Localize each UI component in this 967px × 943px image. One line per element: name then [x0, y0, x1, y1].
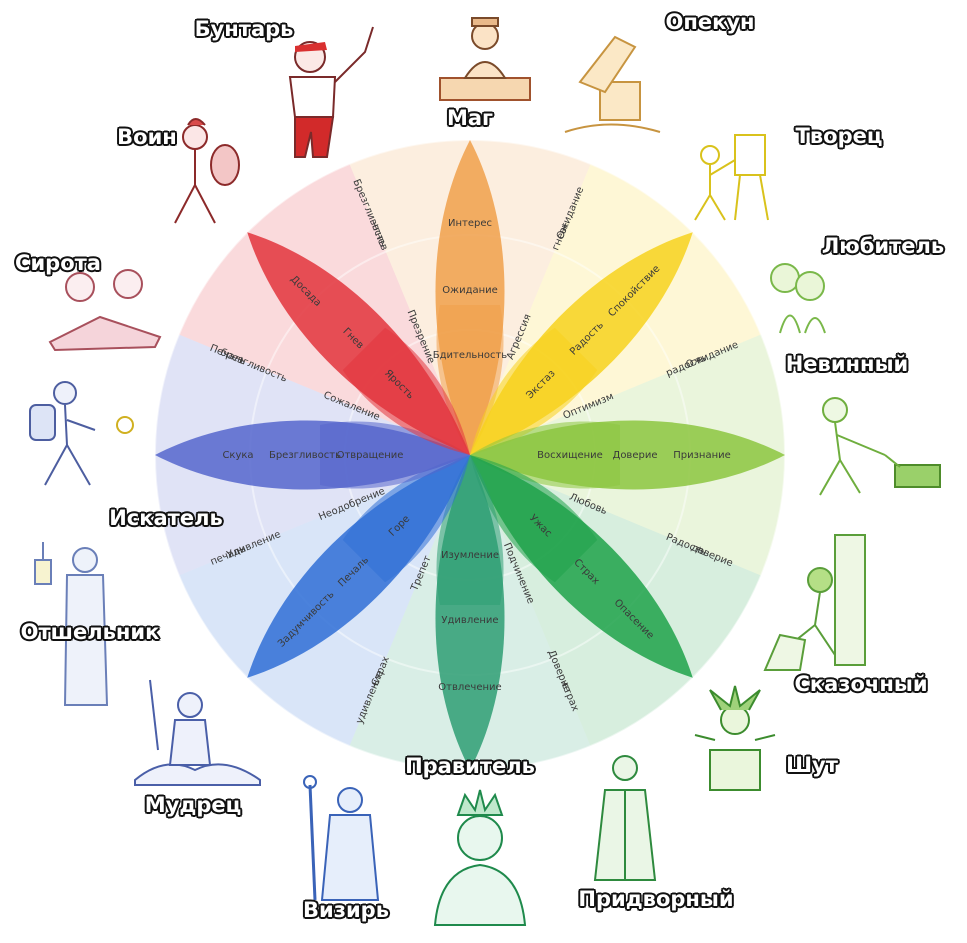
petal-label-middle: Доверие	[613, 450, 658, 461]
archetype-label-nevinny: Невинный	[785, 352, 909, 376]
petal-label-outer: Признание	[673, 450, 731, 461]
petal-core-blue	[342, 455, 470, 583]
archetype-label-skazochny: Сказочный	[794, 672, 928, 696]
nevinny-figure	[819, 397, 941, 496]
petal-label-core: Отвращение	[337, 450, 404, 461]
petal-label-outer: Скука	[222, 450, 253, 461]
skazochny-figure	[763, 534, 866, 671]
archetype-label-opekun: Опекун	[665, 10, 755, 34]
archetype-label-pravitel: Правитель	[405, 754, 535, 778]
tvorets-figure	[694, 134, 769, 221]
sirota-figure	[48, 269, 162, 352]
mudrets-figure	[134, 679, 261, 786]
archetype-label-lyubitel: Любитель	[821, 234, 945, 258]
lyubitel-figure	[770, 263, 826, 334]
archetype-label-mag: Маг	[446, 106, 494, 130]
petal-label-middle: Брезгливость	[269, 450, 341, 461]
petal-label-outer: Интерес	[448, 218, 492, 229]
archetype-label-pridvorny: Придворный	[578, 887, 734, 911]
petal-label-core: Восхищение	[537, 450, 603, 461]
petal-core-red	[342, 327, 470, 455]
archetype-label-tvorets: Творец	[795, 124, 883, 148]
buntar-figure	[288, 26, 374, 158]
combo-plus: +	[693, 354, 705, 367]
petal-label-outer: Отвлечение	[438, 682, 501, 693]
emotion-petals	[155, 140, 785, 770]
archetype-label-shut: Шут	[786, 753, 838, 777]
combo-plus: +	[369, 678, 382, 690]
archetype-label-otshelnik: Отшельник	[20, 620, 160, 644]
archetype-label-vizir: Визирь	[303, 898, 389, 922]
combo-plus: +	[235, 354, 247, 367]
petal-core-yellow	[470, 327, 598, 455]
combo-plus: +	[559, 220, 572, 232]
pravitel-figure	[433, 789, 527, 926]
combo-plus: +	[558, 678, 571, 690]
petal-label-middle: Ожидание	[442, 285, 498, 296]
pridvorny-figure	[593, 755, 657, 881]
petal-label-middle: Удивление	[441, 615, 498, 626]
petal-label-core: Изумление	[441, 550, 499, 561]
vizir-figure	[303, 775, 380, 901]
voin-figure	[174, 118, 240, 224]
archetype-label-sirota: Сирота	[15, 251, 101, 275]
shut-figure	[694, 685, 776, 791]
opekun-figure	[564, 35, 661, 133]
combo-plus: +	[235, 544, 247, 557]
petal-label-core: Бдительность	[433, 350, 508, 361]
combo-plus: +	[693, 544, 705, 557]
petal-core-green	[470, 455, 598, 583]
mag-figure	[439, 17, 531, 101]
combo-plus: +	[368, 220, 381, 232]
archetype-label-iskatel: Искатель	[109, 506, 223, 530]
archetype-label-voin: Воин	[117, 125, 177, 149]
otshelnik-figure	[34, 542, 109, 706]
archetype-label-buntar: Бунтарь	[194, 17, 294, 41]
archetype-label-mudrets: Мудрец	[144, 793, 242, 817]
iskatel-figure	[29, 381, 134, 486]
